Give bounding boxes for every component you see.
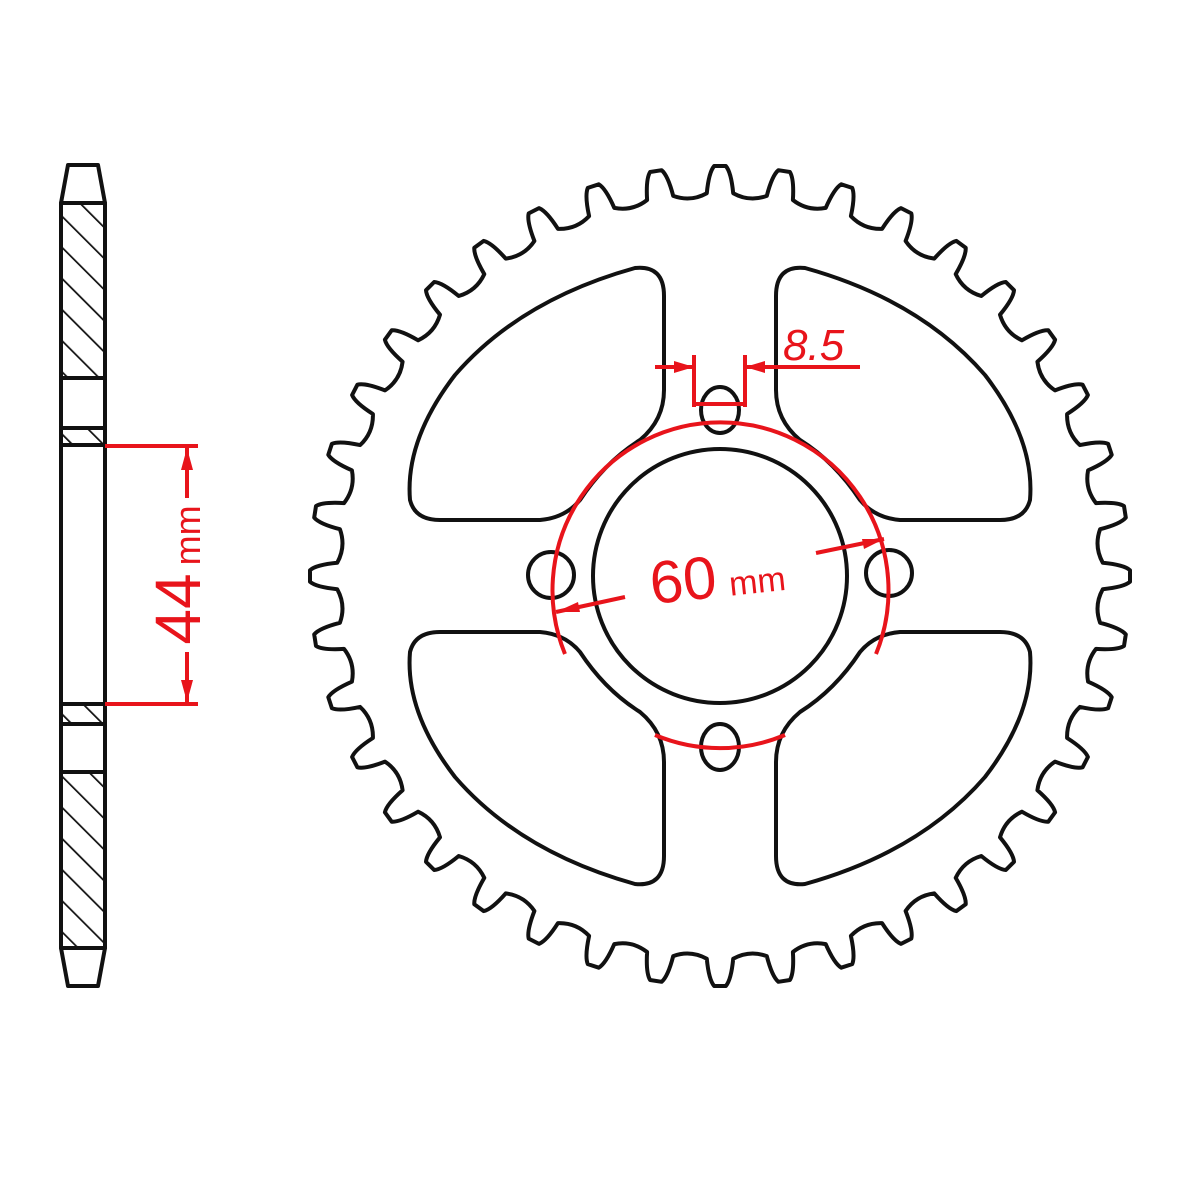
front-view	[308, 164, 1132, 988]
hatched-band-upper-small	[61, 428, 105, 445]
hatched-band-lower-small	[61, 704, 105, 724]
cutout-bottom-right	[774, 630, 1033, 887]
dimension-8.5-bolt-hole: 8.5	[655, 321, 860, 407]
sprocket-teeth-outline	[308, 164, 1132, 988]
dimension-44-label: 44mm	[142, 505, 214, 644]
side-view	[59, 163, 107, 988]
dimension-44mm: 44mm	[105, 444, 214, 706]
dimension-8.5-label: 8.5	[783, 321, 845, 370]
center-hole	[591, 447, 849, 705]
hatched-band-top	[61, 203, 105, 378]
cutout-top-right	[774, 265, 1033, 522]
cutout-bottom-left	[407, 630, 666, 887]
cutout-top-left	[407, 265, 666, 522]
hatched-band-bottom	[61, 772, 105, 948]
bolt-hole-top	[699, 385, 741, 435]
